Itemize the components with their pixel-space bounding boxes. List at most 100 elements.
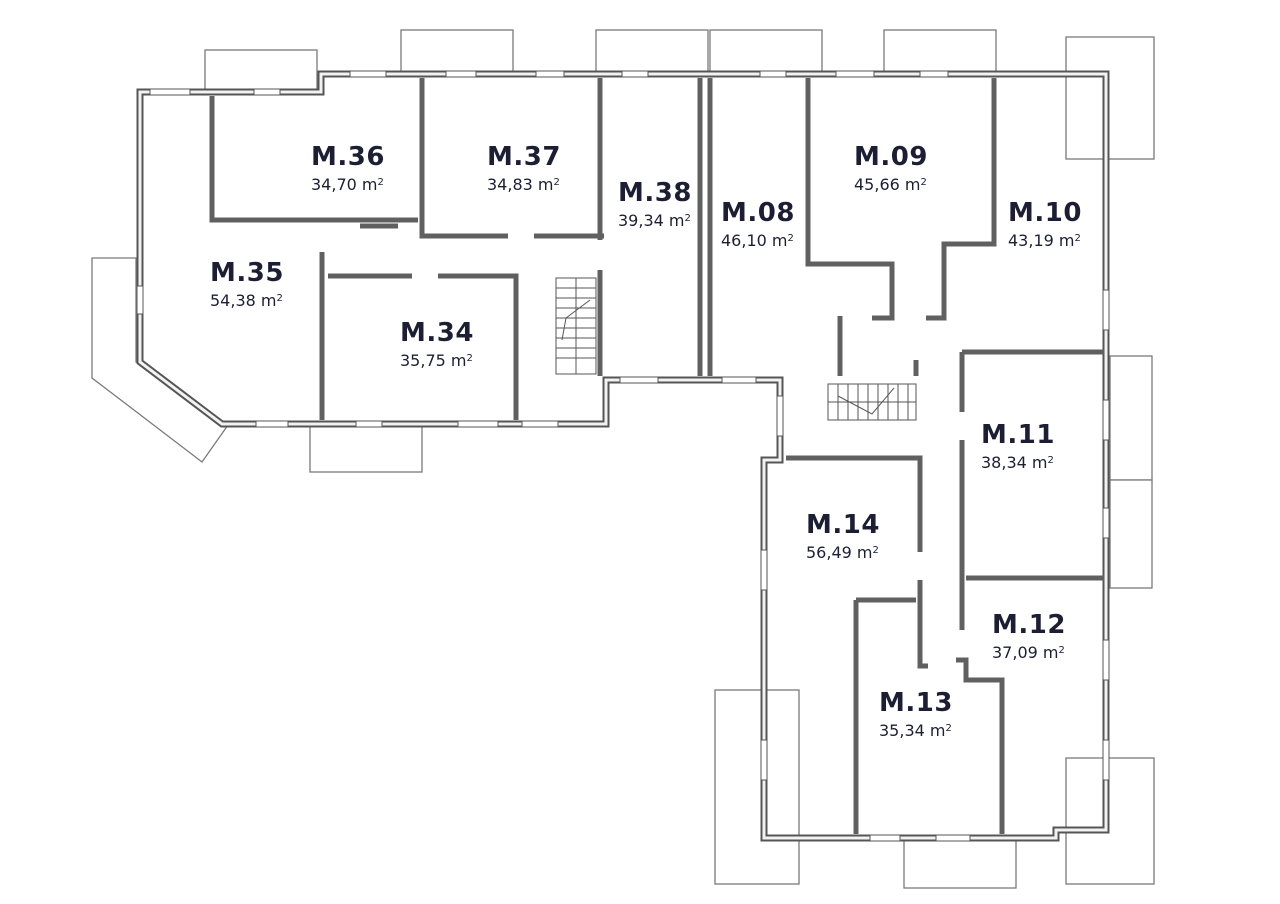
window <box>521 420 559 428</box>
interior-wall <box>805 78 895 321</box>
balcony <box>1109 479 1153 589</box>
unit-exponent: 2 <box>377 177 384 188</box>
room-label-m13: M.13 35,34 m2 <box>879 688 953 742</box>
outer-walls <box>136 70 1110 842</box>
balcony <box>714 689 800 885</box>
window <box>760 739 768 781</box>
balcony <box>903 839 1017 889</box>
room-label-m14: M.14 56,49 m2 <box>806 510 880 564</box>
room-name: M.11 <box>981 420 1055 450</box>
room-area: 54,38 m <box>210 291 277 310</box>
window <box>457 420 499 428</box>
window <box>535 70 565 78</box>
balcony <box>595 29 709 75</box>
room-area: 43,19 m <box>1008 231 1075 250</box>
balcony <box>709 29 823 75</box>
room-area: 35,34 m <box>879 721 946 740</box>
window <box>253 88 281 96</box>
window <box>149 88 191 96</box>
window <box>255 420 289 428</box>
balcony <box>1065 757 1155 885</box>
room-label-m34: M.34 35,75 m2 <box>400 318 474 372</box>
window <box>619 376 659 384</box>
unit-exponent: 2 <box>684 213 691 224</box>
room-name: M.38 <box>618 178 692 208</box>
outer-wall-core <box>138 72 1108 840</box>
interior-wall <box>209 96 418 223</box>
interior-wall <box>419 78 508 239</box>
interior-wall <box>438 273 519 420</box>
stairs <box>555 277 917 421</box>
room-area: 35,75 m <box>400 351 467 370</box>
window <box>760 549 768 591</box>
balcony <box>309 423 423 473</box>
room-name: M.36 <box>311 142 385 172</box>
room-name: M.34 <box>400 318 474 348</box>
balconies <box>91 29 1155 889</box>
interior-wall <box>786 455 923 552</box>
window <box>136 285 144 315</box>
room-area: 37,09 m <box>992 643 1059 662</box>
room-name: M.14 <box>806 510 880 540</box>
room-area: 45,66 m <box>854 175 921 194</box>
room-area: 38,34 m <box>981 453 1048 472</box>
window <box>445 70 477 78</box>
room-name: M.08 <box>721 198 795 228</box>
interior-walls <box>209 78 1104 834</box>
window <box>1102 639 1110 681</box>
unit-exponent: 2 <box>1058 645 1065 656</box>
room-name: M.37 <box>487 142 561 172</box>
room-label-m08: M.08 46,10 m2 <box>721 198 795 252</box>
room-label-m09: M.09 45,66 m2 <box>854 142 928 196</box>
unit-exponent: 2 <box>920 177 927 188</box>
room-label-m12: M.12 37,09 m2 <box>992 610 1066 664</box>
window <box>835 70 875 78</box>
room-label-m38: M.38 39,34 m2 <box>618 178 692 232</box>
room-area: 34,70 m <box>311 175 378 194</box>
room-name: M.10 <box>1008 198 1082 228</box>
balcony <box>1109 355 1153 481</box>
window <box>349 70 387 78</box>
window <box>721 376 757 384</box>
window <box>759 70 787 78</box>
balcony <box>883 29 997 75</box>
room-area: 56,49 m <box>806 543 873 562</box>
unit-exponent: 2 <box>466 353 473 364</box>
room-name: M.13 <box>879 688 953 718</box>
room-label-m37: M.37 34,83 m2 <box>487 142 561 196</box>
unit-exponent: 2 <box>945 723 952 734</box>
window <box>355 420 383 428</box>
room-area: 34,83 m <box>487 175 554 194</box>
window <box>1102 289 1110 331</box>
room-area: 46,10 m <box>721 231 788 250</box>
window <box>776 395 784 437</box>
unit-exponent: 2 <box>1047 455 1054 466</box>
room-label-m35: M.35 54,38 m2 <box>210 258 284 312</box>
window <box>935 834 971 842</box>
unit-exponent: 2 <box>872 545 879 556</box>
unit-exponent: 2 <box>787 233 794 244</box>
unit-exponent: 2 <box>276 293 283 304</box>
unit-exponent: 2 <box>553 177 560 188</box>
interior-wall <box>917 580 928 669</box>
window <box>1102 739 1110 781</box>
balcony <box>400 29 514 75</box>
room-area: 39,34 m <box>618 211 685 230</box>
window <box>621 70 649 78</box>
interior-wall <box>926 78 997 321</box>
window <box>919 70 949 78</box>
balcony <box>91 257 229 463</box>
window <box>1102 507 1110 539</box>
room-name: M.09 <box>854 142 928 172</box>
windows <box>136 70 1110 842</box>
interior-wall <box>956 657 1005 834</box>
balcony <box>1065 36 1155 160</box>
window <box>1102 399 1110 441</box>
room-name: M.35 <box>210 258 284 288</box>
room-label-m36: M.36 34,70 m2 <box>311 142 385 196</box>
room-name: M.12 <box>992 610 1066 640</box>
window <box>869 834 901 842</box>
unit-exponent: 2 <box>1074 233 1081 244</box>
room-label-m11: M.11 38,34 m2 <box>981 420 1055 474</box>
